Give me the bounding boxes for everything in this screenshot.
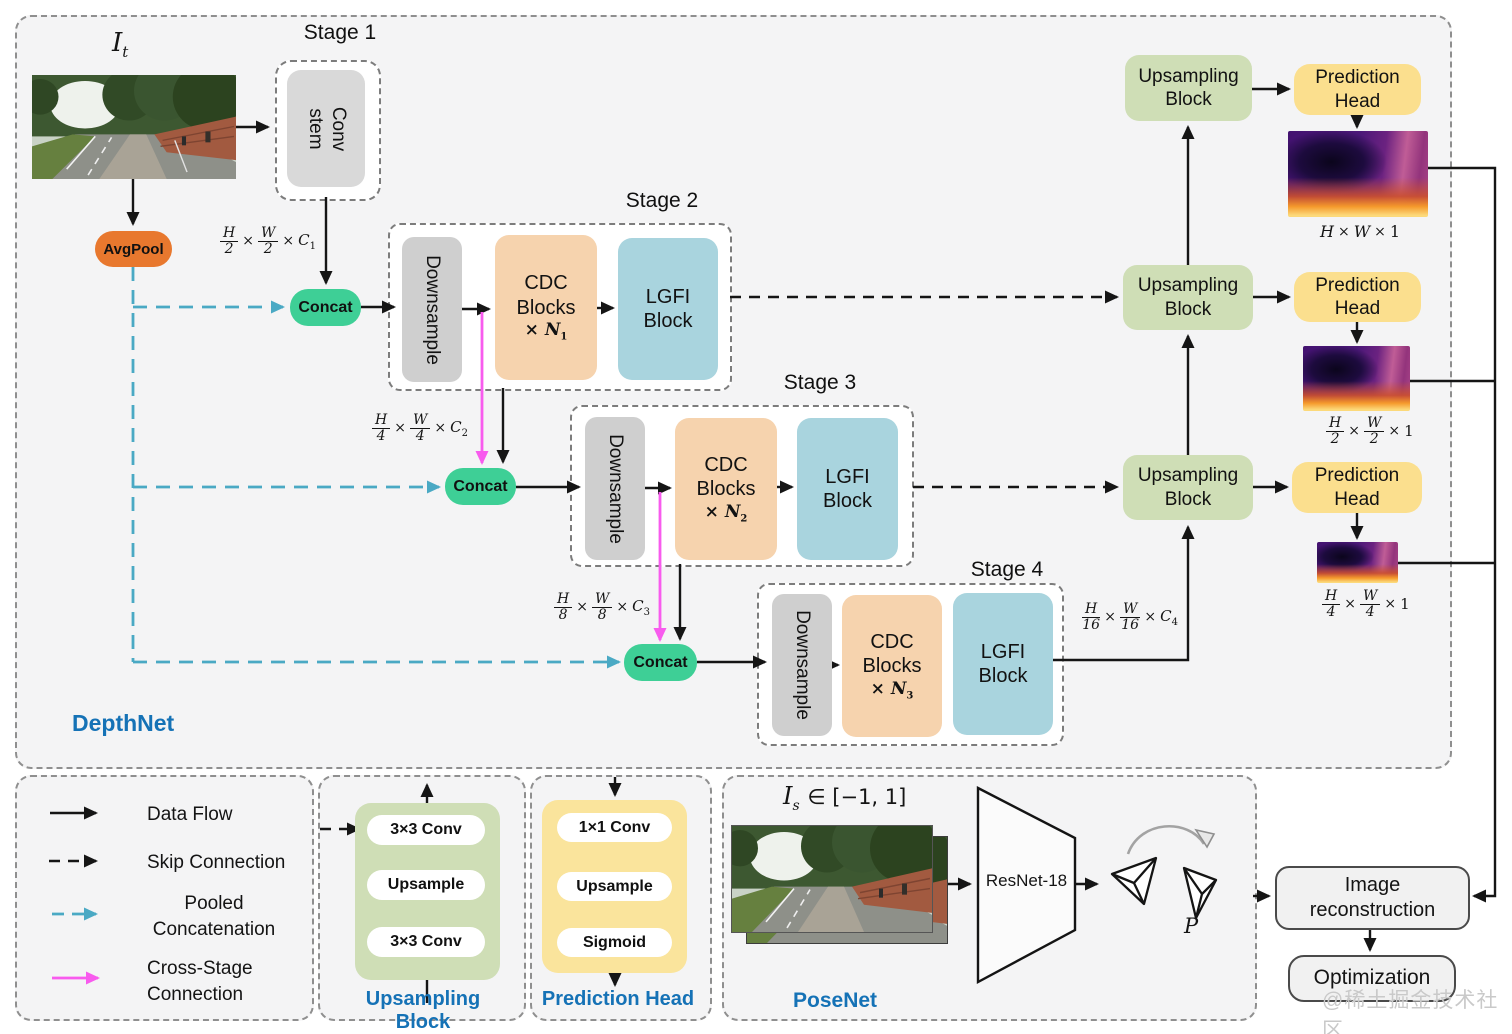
concat-pill-2: Concat	[445, 468, 516, 505]
legend-container	[15, 775, 314, 1021]
legend-skip-label: Skip Connection	[147, 852, 286, 873]
input-road-image	[21, 61, 243, 179]
detail-sigmoid: Sigmoid	[557, 928, 672, 957]
pooled-concatenation-arrows	[52, 267, 621, 921]
input-label: It	[112, 28, 129, 62]
resnet-trapezoid	[976, 786, 1077, 985]
pose-output-label: P	[1184, 914, 1199, 938]
posenet-input-label: Is ∈ [−1, 1]	[783, 782, 907, 814]
detail-conv33-bottom: 3×3 Conv	[367, 927, 485, 957]
stage3-downsample-block: Downsample	[585, 417, 645, 560]
legend-data-flow-label: Data Flow	[147, 804, 233, 825]
pose-frustum-icons	[1110, 824, 1218, 920]
watermark: @稀土掘金技术社区	[1322, 989, 1499, 1034]
stage2-title: Stage 2	[625, 189, 699, 212]
depth-map-half	[1303, 346, 1410, 411]
detail-conv33-top: 3×3 Conv	[367, 815, 485, 845]
stage4-downsample-block: Downsample	[772, 594, 832, 736]
posenet-title: PoseNet	[793, 989, 878, 1012]
skip-connection-arrows	[49, 290, 1119, 868]
depth-map-full	[1288, 131, 1428, 217]
posenet-road-image-front	[722, 811, 938, 933]
cross-stage-arrows	[52, 312, 667, 985]
depthnet-container	[15, 15, 1452, 769]
stage2-downsample-block: Downsample	[402, 237, 462, 382]
resnet-label: ResNet-18	[985, 871, 1068, 890]
concat-pill-1: Concat	[290, 289, 361, 326]
stage1-title: Stage 1	[303, 21, 377, 44]
optimization-box: Optimization	[1288, 955, 1456, 1002]
concat-pill-3: Concat	[624, 644, 697, 681]
depthnet-title: DepthNet	[72, 710, 175, 736]
prediction-detail-title: Prediction Head	[541, 988, 695, 1010]
depth-out-label-1: H× W× 1	[1320, 222, 1401, 241]
avgpool-pill: AvgPool	[95, 231, 172, 267]
detail-upsample: Upsample	[367, 870, 485, 900]
stage3-title: Stage 3	[783, 371, 857, 394]
upsampling-detail-title: Upsampling Block	[365, 988, 481, 1033]
detail-upsample-2: Upsample	[557, 872, 672, 901]
depth-map-quarter	[1317, 542, 1398, 583]
stage4-title: Stage 4	[970, 558, 1044, 581]
detail-conv11: 1×1 Conv	[557, 813, 672, 842]
